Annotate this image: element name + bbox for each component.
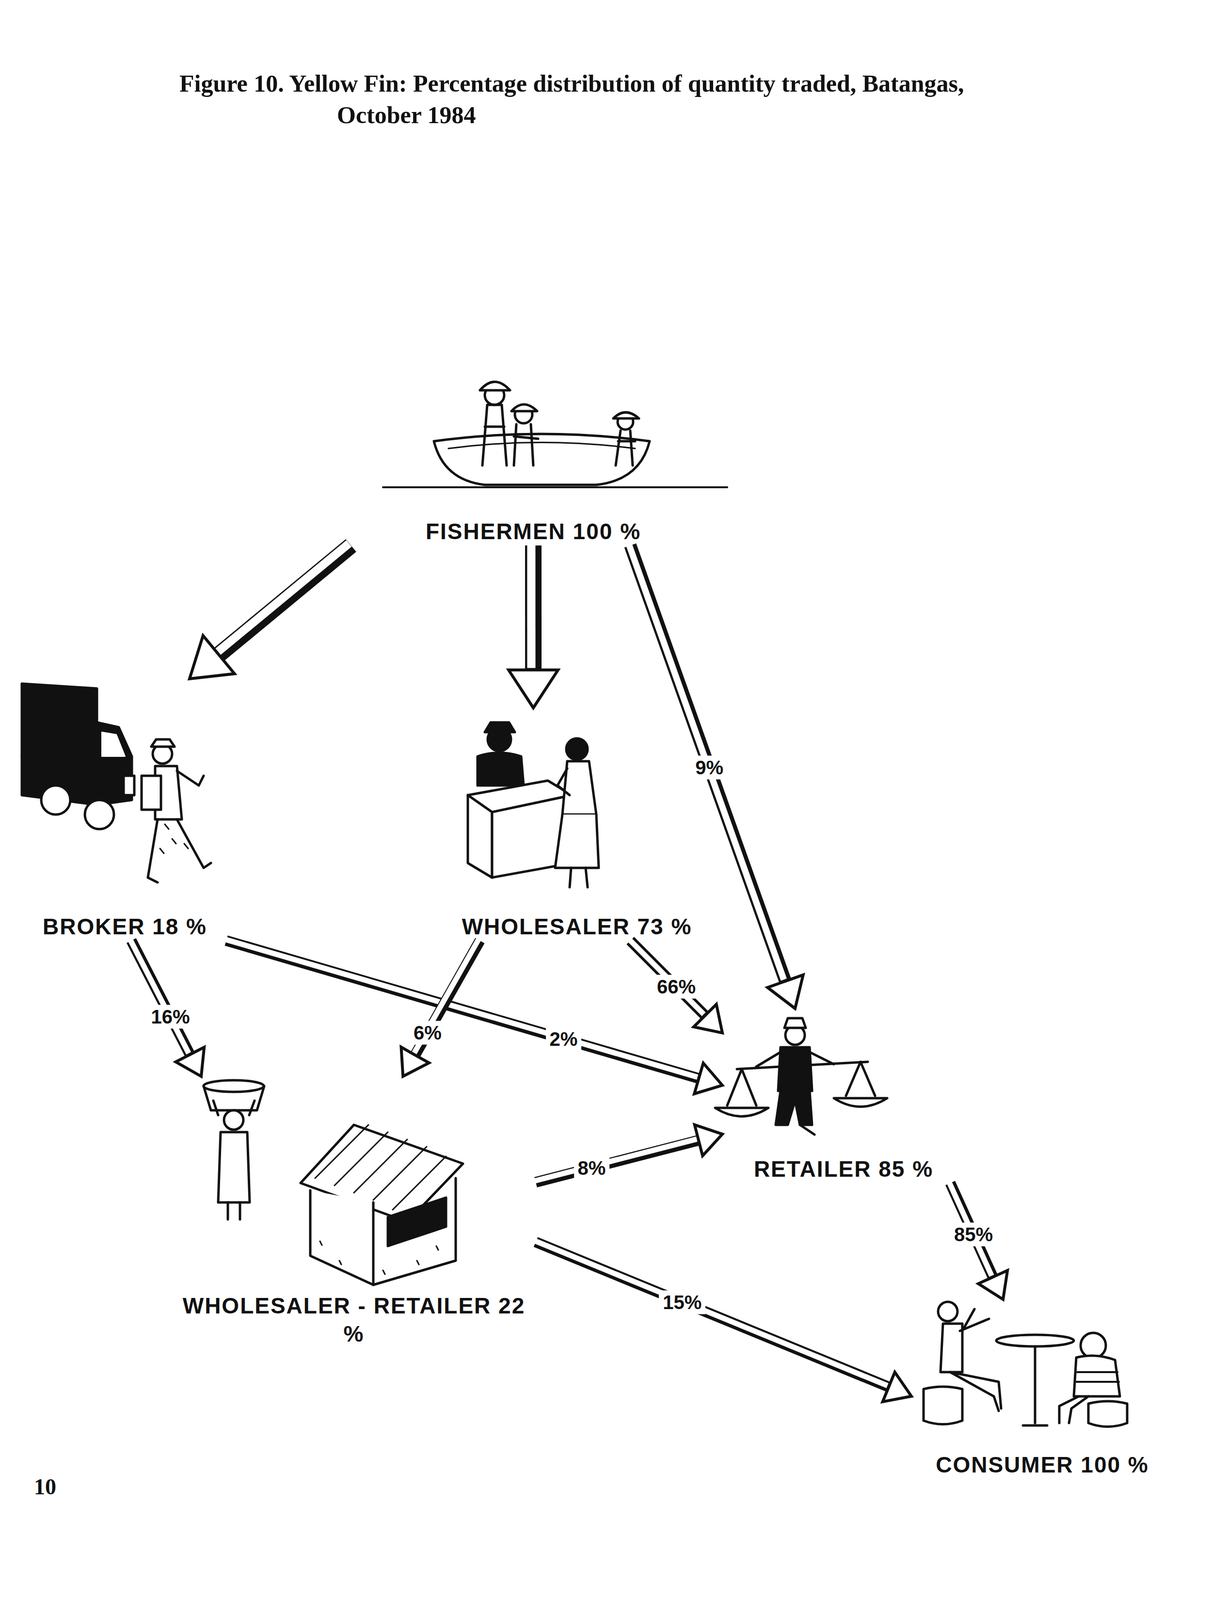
percentage-label: 6%	[409, 1020, 446, 1045]
flow-arrow	[129, 939, 205, 1077]
arrow-head	[508, 669, 559, 708]
arrow-head	[693, 1004, 723, 1033]
percentage-label: 9%	[691, 755, 728, 780]
broker-figure	[141, 739, 211, 883]
flow-arrow	[948, 1181, 1008, 1300]
truck-illustration	[21, 683, 135, 830]
wholesaler-node: WHOLESALER 73 %	[436, 707, 718, 941]
figure-title: Figure 10. Yellow Fin: Percentage distri…	[179, 67, 1033, 131]
percentage-label: 66%	[653, 974, 700, 999]
node-label: CONSUMER 100 %	[935, 1451, 1149, 1480]
node-label: WHOLESALER 73 %	[462, 912, 693, 941]
arrow-shaft-inner	[534, 1240, 888, 1386]
arrow-shaft-inner	[216, 543, 350, 653]
wholesaler-retailer-node: WHOLESALER - RETAILER 22 %	[172, 1076, 536, 1348]
arrow-shaft-inner	[224, 939, 698, 1077]
fishermen-node: FISHERMEN 100 %	[339, 373, 728, 546]
flow-arrow	[224, 939, 723, 1094]
arrow-head	[978, 1270, 1008, 1300]
arrow-head	[694, 1063, 723, 1094]
node-label: BROKER 18 %	[42, 912, 208, 941]
node-label: FISHERMEN 100 %	[425, 517, 641, 546]
consumer-node: CONSUMER 100 %	[911, 1299, 1174, 1479]
percentage-label: 16%	[147, 1004, 194, 1029]
boat-illustration	[382, 382, 728, 488]
node-label: WHOLESALER - RETAILER 22 %	[176, 1291, 531, 1348]
wholesaler-figures	[467, 722, 599, 888]
flow-arrow	[189, 543, 351, 679]
arrow-head	[767, 974, 803, 1009]
flow-arrow	[534, 1240, 912, 1402]
flow-arrow	[400, 939, 480, 1077]
node-label: RETAILER 85 %	[753, 1155, 934, 1184]
arrow-head	[175, 1047, 205, 1077]
flow-arrow	[629, 939, 723, 1033]
broker-node: BROKER 18 %	[16, 678, 233, 941]
arrow-head	[694, 1124, 723, 1156]
arrow-head	[882, 1371, 912, 1402]
arrow-head	[189, 635, 235, 679]
percentage-label: 2%	[545, 1026, 582, 1051]
vendor-figure	[203, 1080, 265, 1220]
retailer-figure	[715, 1018, 888, 1135]
arrow-shaft-inner	[129, 939, 189, 1053]
arrow-shaft-inner	[629, 939, 704, 1015]
page-number: 10	[33, 1473, 57, 1500]
percentage-label: 8%	[574, 1155, 610, 1180]
flow-arrow	[508, 543, 559, 708]
percentage-label: 85%	[950, 1222, 997, 1246]
arrow-head	[400, 1047, 429, 1077]
retailer-node: RETAILER 85 %	[722, 1008, 965, 1183]
arrow-shaft-inner	[526, 543, 536, 669]
percentage-label: 15%	[658, 1290, 706, 1314]
consumers-figures	[923, 1301, 1128, 1427]
arrow-shaft-inner	[534, 1138, 698, 1181]
flow-arrow	[534, 1124, 723, 1183]
house-illustration	[300, 1124, 463, 1285]
